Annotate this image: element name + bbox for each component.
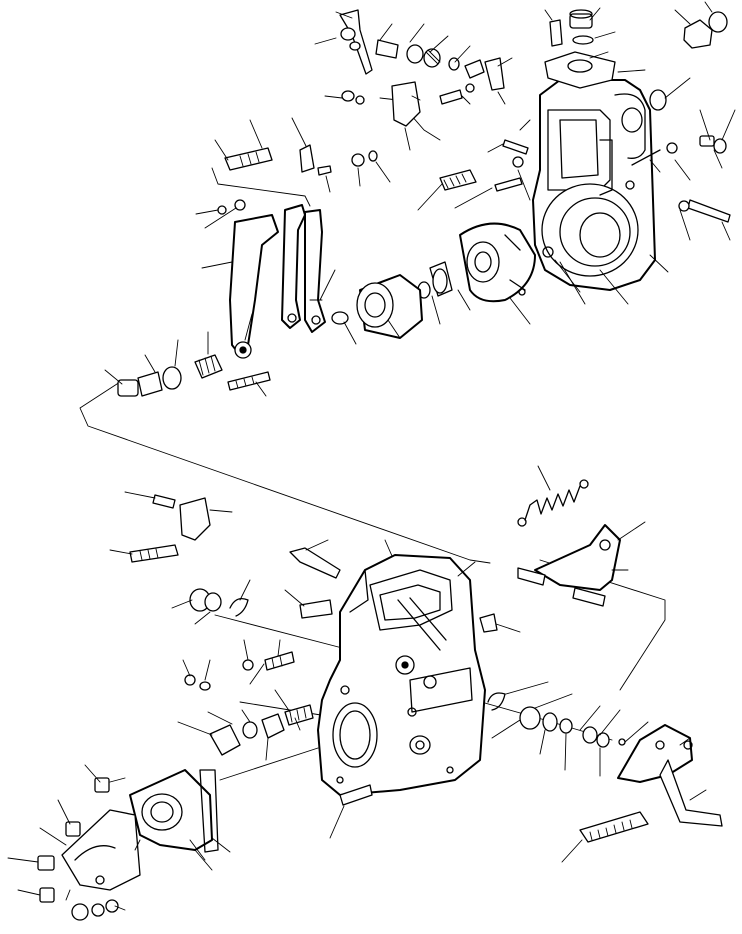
- lower-pump-body: [37, 479, 723, 921]
- callout-leaders: [7, 1, 736, 911]
- upper-governor-housing: [117, 9, 731, 397]
